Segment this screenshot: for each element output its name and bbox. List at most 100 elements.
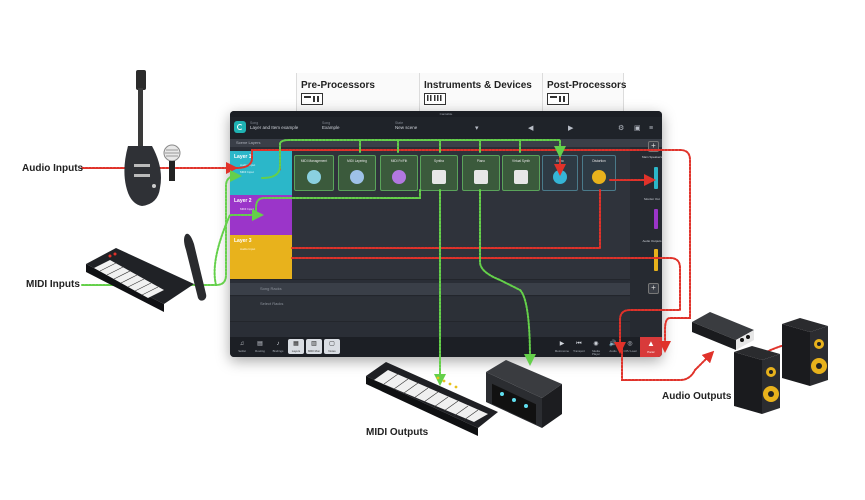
- prev-icon[interactable]: ◀: [528, 125, 534, 132]
- plugin-icon: [432, 170, 446, 184]
- layer-row: Layer 2 MIDI Input: [230, 195, 662, 236]
- song-bar: Scene Layers: [230, 139, 662, 147]
- level-meter: [654, 209, 658, 229]
- section-title: Instruments & Devices: [424, 80, 532, 91]
- plugin-slot[interactable]: Virtual Synth: [502, 155, 540, 191]
- toolbar-icon: ♫: [239, 341, 245, 347]
- plugin-slot[interactable]: MIDI Management: [294, 155, 334, 191]
- toolbar-button[interactable]: ⏮Transport: [571, 339, 587, 354]
- toolbar-label: Notes: [328, 349, 336, 353]
- speaker-icon: [782, 318, 828, 386]
- layer-input-label: MIDI Input: [240, 170, 254, 174]
- midi-inputs-label: MIDI Inputs: [26, 279, 80, 290]
- toolbar-label: Routing: [255, 349, 265, 353]
- layer-input-label: Audio Input: [240, 247, 256, 251]
- menu-icon[interactable]: ≡: [649, 125, 654, 132]
- toolbar-icon: ▢: [329, 341, 335, 347]
- toolbar-label: Setlist: [238, 349, 246, 353]
- audio-interface-icon: [692, 312, 754, 350]
- layer-tab[interactable]: Layer 1 Audio Input MIDI Input: [230, 151, 292, 195]
- toolbar-label: MIDI Mon: [307, 349, 321, 353]
- layer-name: Layer 3: [234, 238, 252, 244]
- plugin-name: MIDI Management: [300, 159, 328, 163]
- level-meter: [654, 249, 658, 271]
- toolbar-button[interactable]: ▢ Notes: [324, 339, 340, 354]
- toolbar-button[interactable]: ♫ Setlist: [234, 339, 250, 354]
- toolbar-icon: ▤: [257, 341, 263, 347]
- toolbar-button[interactable]: ▶ Metronome: [554, 339, 570, 354]
- toolbar-icon: ▶: [559, 341, 565, 347]
- plugin-icon: [553, 170, 567, 184]
- plugin-slot[interactable]: Syntha: [420, 155, 458, 191]
- instruments-column: [419, 73, 543, 111]
- toolbar-button[interactable]: 🔊Audio: [605, 339, 621, 354]
- section-title: Pre-Processors: [301, 80, 375, 91]
- audio-outputs-label: Audio Outputs: [662, 391, 732, 402]
- rack-row-label: Select Racks: [260, 301, 284, 306]
- output-panel: Main Speakers Monitor Out Audio Outputs: [630, 147, 662, 343]
- layer-tab[interactable]: Layer 2 MIDI Input: [230, 195, 292, 235]
- toolbar-button[interactable]: ◉ Media Player: [588, 339, 604, 356]
- bottom-toolbar: ♫ Setlist ▤ Routing ♪Bindings ▦ Layers ▥ MIDI Mo…: [230, 337, 662, 357]
- window-title: Cantabile: [230, 111, 662, 117]
- toolbar-button[interactable]: ▤ Routing: [252, 339, 268, 354]
- sound-module-icon: [486, 360, 562, 428]
- plugin-icon: [474, 170, 488, 184]
- plugin-name: Virtual Synth: [511, 159, 530, 163]
- plugin-icon: [392, 170, 406, 184]
- toolbar-icon: 🔊: [609, 341, 617, 347]
- toolbar-label: Metronome: [554, 349, 570, 353]
- plugin-name: Distortion: [592, 159, 606, 163]
- speaker-icon: [734, 346, 780, 414]
- toolbar-button[interactable]: ▦ Layers: [288, 339, 304, 354]
- toolbar-button[interactable]: ◎CPU Load: [622, 339, 638, 354]
- app-logo-icon: [234, 121, 246, 133]
- next-icon[interactable]: ▶: [568, 125, 574, 132]
- level-meter: [654, 167, 658, 189]
- plugin-name: MIDI Layering: [347, 159, 367, 163]
- toolbar-button[interactable]: ▥ MIDI Mon: [306, 339, 322, 354]
- layer-tab[interactable]: Layer 3 Audio Input: [230, 235, 292, 279]
- audio-inputs-label: Audio Inputs: [22, 163, 84, 174]
- rack-row-label: Song Racks: [260, 286, 282, 291]
- dropdown-icon[interactable]: ▾: [475, 125, 479, 132]
- toolbar-icon: ▦: [293, 341, 299, 347]
- plugin-slot[interactable]: Piano: [462, 155, 500, 191]
- toolbar-icon: ▥: [311, 341, 317, 347]
- plugin-icon: [307, 170, 321, 184]
- panic-button[interactable]: ▲Panic: [640, 337, 662, 357]
- microphone-icon: [163, 144, 181, 181]
- plugin-slot[interactable]: MIDI Fx/Filt: [380, 155, 418, 191]
- gear-icon[interactable]: ⚙: [618, 125, 625, 132]
- midi-controller-stick-icon: [184, 233, 207, 301]
- guitar-icon: [124, 70, 161, 206]
- add-button[interactable]: +: [648, 283, 659, 294]
- pre-processors-column: [296, 73, 420, 111]
- plugin-slot[interactable]: Echo: [542, 155, 578, 191]
- plugin-slot[interactable]: MIDI Layering: [338, 155, 376, 191]
- add-button[interactable]: +: [648, 141, 659, 152]
- toolbar-label: CPU Load: [623, 349, 637, 353]
- output-label: Audio Outputs: [642, 239, 662, 243]
- toolbar-button[interactable]: ♪Bindings: [270, 339, 286, 354]
- toolbar-label: Media Player: [592, 349, 600, 356]
- toolbar-icon: ◉: [593, 341, 599, 347]
- toolbar-label: Layers: [291, 349, 301, 353]
- midi-keyboard-icon: [86, 248, 194, 312]
- toolbar-label: Bindings: [272, 349, 284, 353]
- plugin-icon: [514, 170, 528, 184]
- save-icon[interactable]: ▣: [634, 125, 641, 132]
- midi-keyboard-output-icon: [366, 362, 498, 436]
- layer-name: Layer 1: [234, 154, 252, 160]
- plugin-slot[interactable]: Distortion: [582, 155, 616, 191]
- post-processors-column: [542, 73, 624, 111]
- plugin-name: Syntha: [434, 159, 444, 163]
- plugin-name: Echo: [556, 159, 564, 163]
- output-label: Main Speakers: [642, 155, 662, 159]
